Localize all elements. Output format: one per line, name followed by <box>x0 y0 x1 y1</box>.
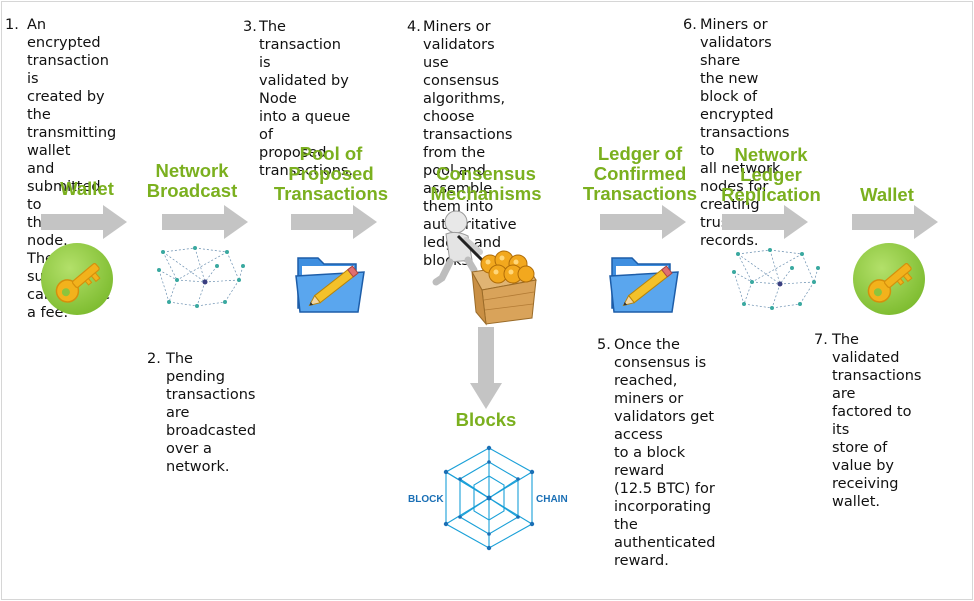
right-arrow-icon <box>722 205 808 239</box>
right-arrow-icon <box>600 205 686 239</box>
blockchain-logo-icon: BLOCK CHAIN <box>408 445 568 551</box>
stage-title-confirmed-ledger: Ledger of Confirmed Transactions <box>582 143 698 204</box>
folder-pencil-icon <box>609 257 679 313</box>
right-arrow-icon <box>852 205 938 239</box>
down-arrow-icon <box>470 327 502 409</box>
folder-pencil-icon <box>295 257 365 313</box>
blockchain-logo-right-text: CHAIN <box>536 494 568 505</box>
stage-title-wallet-sender: Wallet <box>60 178 114 199</box>
stage-title-network-broadcast: Network Broadcast <box>146 160 238 201</box>
key-icon <box>41 243 113 315</box>
stage-title-blocks: Blocks <box>455 409 517 430</box>
network-graph-icon <box>157 246 245 308</box>
right-arrow-icon <box>162 205 248 239</box>
stage-title-wallet-receiver: Wallet <box>860 184 914 205</box>
stage-title-ledger-replication: Network Ledger Replication <box>721 144 821 205</box>
miner-with-coins-icon <box>432 210 537 326</box>
blockchain-logo-left-text: BLOCK <box>408 494 444 505</box>
stage-title-proposed-pool: Pool of Proposed Transactions <box>273 143 389 204</box>
network-graph-icon <box>732 248 820 310</box>
right-arrow-icon <box>291 205 377 239</box>
key-icon <box>853 243 925 315</box>
right-arrow-icon <box>41 205 127 239</box>
stage-title-consensus: Consensus Mechanisms <box>430 163 542 204</box>
